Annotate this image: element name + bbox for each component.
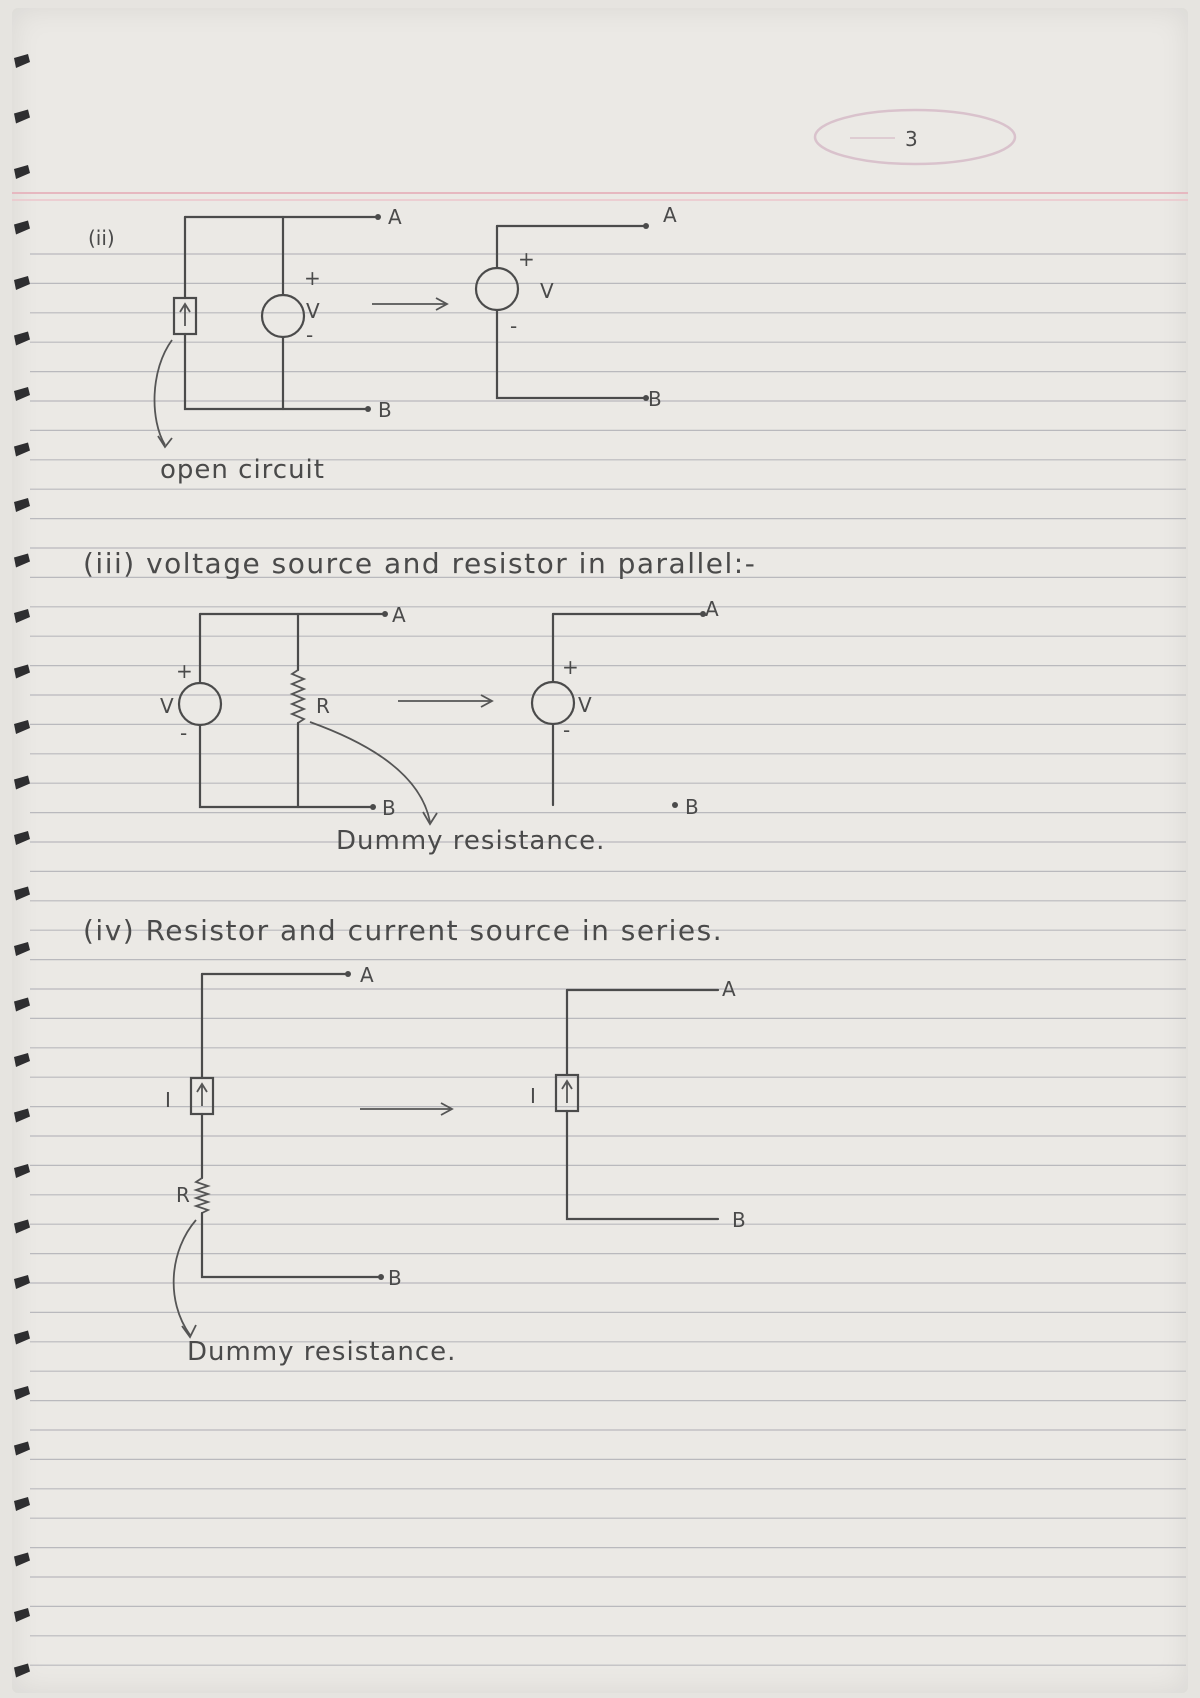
minus-sign: - [180,721,187,745]
plus-sign: + [304,266,321,290]
minus-sign: - [510,314,517,338]
voltage-source-symbol [177,681,223,727]
circuit-iv-original: I R A B [165,963,402,1339]
transform-arrow-ii [372,297,449,311]
terminal-a-label: A [722,977,736,1001]
section-iii-heading: (iii) voltage source and resistor in par… [83,547,756,580]
spiral-hole [14,775,30,790]
spiral-hole [14,664,30,679]
ruled-lines [30,253,1186,1666]
terminal-a-label: A [705,597,719,621]
spiral-hole [14,1330,30,1345]
spiral-hole [14,886,30,901]
plus-sign: + [176,659,193,683]
resistor-label: R [316,694,330,718]
spiral-hole [14,831,30,845]
terminal-b-label: B [648,387,662,411]
spiral-hole [14,1608,30,1622]
terminal-a-label: A [360,963,374,987]
annotation-arrow [309,721,431,823]
page-number-stamp: 3 [813,108,1017,166]
plus-sign: + [518,247,535,271]
spiral-hole [14,1386,30,1400]
circuit-iii-original: + V - R A B [160,603,438,826]
section-iii: (iii) voltage source and resistor in par… [83,547,756,856]
spiral-hole [14,720,30,734]
circuit-ii-equivalent: + V - A B [474,203,677,411]
terminal-a-label: A [392,603,406,627]
voltage-label: V [306,299,320,323]
terminal-b-label: B [378,398,392,422]
minus-sign: - [563,718,570,742]
annotation-arrow [153,339,173,446]
terminal-b-label: B [732,1208,746,1232]
circuit-ii-original: + V - A B [153,205,402,449]
spiral-hole [14,331,30,346]
resistor-symbol [193,1177,211,1214]
section-iv-heading: (iv) Resistor and current source in seri… [83,914,723,947]
spiral-hole [14,442,30,457]
spiral-hole [14,54,30,68]
voltage-label: V [578,693,592,717]
spiral-hole [14,220,30,235]
circuit-iii-equivalent: + V - A B [530,597,719,819]
paper-sheet [12,8,1188,1693]
voltage-source-symbol [530,680,576,726]
terminal-b-label: B [382,796,396,820]
dummy-resistance-note-iii: Dummy resistance. [336,826,605,856]
spiral-hole [14,997,30,1012]
transform-arrow-iv [360,1102,454,1116]
spiral-hole [14,1663,30,1678]
spiral-hole [14,1552,30,1567]
section-ii: (ii) + V - A B [88,203,677,485]
spiral-hole [14,942,30,956]
spiral-hole [14,387,30,401]
open-circuit-note: open circuit [160,455,325,485]
current-label: I [165,1088,171,1112]
section-iv: (iv) Resistor and current source in seri… [83,914,746,1367]
page-number: 3 [905,127,918,151]
spiral-hole [14,1219,30,1234]
resistor-label: R [176,1183,190,1207]
spiral-hole [14,1275,30,1289]
annotation-arrow [172,1219,197,1336]
voltage-label: V [540,279,554,303]
terminal-b-label: B [388,1266,402,1290]
resistor-symbol [289,669,307,724]
spiral-holes [14,54,30,1678]
voltage-label: V [160,694,174,718]
spiral-hole [14,1164,30,1178]
spiral-hole [14,498,30,512]
voltage-source-symbol [260,293,306,339]
spiral-hole [14,165,30,179]
spiral-hole [14,609,30,623]
voltage-source-symbol [474,266,520,312]
dummy-resistance-note-iv: Dummy resistance. [187,1337,456,1367]
spiral-hole [14,553,30,568]
spiral-hole [14,1108,30,1123]
current-label: I [530,1084,536,1108]
terminal-a-label: A [388,205,402,229]
minus-sign: - [306,323,313,347]
spiral-hole [14,276,30,290]
plus-sign: + [562,655,579,679]
spiral-hole [14,1053,30,1067]
transform-arrow-iii [398,694,494,708]
terminal-b-label: B [685,795,699,819]
spiral-hole [14,1497,30,1511]
spiral-hole [14,1441,30,1456]
terminal-a-label: A [663,203,677,227]
circuit-iv-equivalent: I A B [530,977,746,1232]
spiral-hole [14,109,30,124]
section-ii-label: (ii) [88,226,115,250]
